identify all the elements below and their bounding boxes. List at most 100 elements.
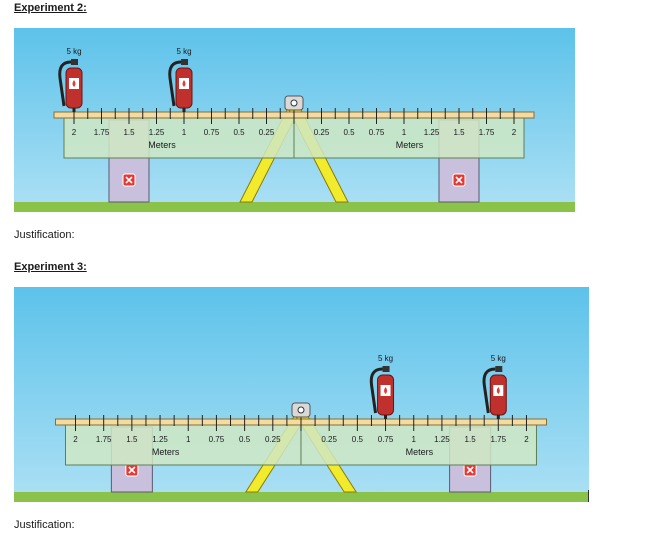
tick-label-left: 0.5 xyxy=(239,435,251,444)
tick-label-left: 2 xyxy=(72,128,77,137)
support-block xyxy=(108,119,150,203)
unit-label-right: Meters xyxy=(396,140,424,150)
sky-background xyxy=(14,28,575,202)
tick-label-right: 2 xyxy=(512,128,517,137)
extinguisher-base xyxy=(72,108,76,112)
extinguisher-label xyxy=(380,385,391,396)
tick-label-right: 1 xyxy=(402,128,407,137)
tick-label-left: 1.75 xyxy=(94,128,110,137)
mass-label: 5 kg xyxy=(378,354,393,363)
flame-icon xyxy=(384,387,388,394)
experiment-2-justification-label: Justification: xyxy=(14,229,75,241)
extinguisher-valve xyxy=(71,59,78,65)
tick-label-right: 0.75 xyxy=(369,128,385,137)
fulcrum-left-leg xyxy=(244,414,308,493)
tick-label-right: 0.75 xyxy=(378,435,394,444)
mass-label: 5 kg xyxy=(66,47,81,56)
tick-label-left: 1.5 xyxy=(126,435,138,444)
ruler-left xyxy=(64,424,302,466)
support-block xyxy=(449,426,492,493)
text-cursor xyxy=(588,490,589,502)
flame-icon xyxy=(182,80,186,87)
tick-label-left: 0.75 xyxy=(204,128,220,137)
tick-label-left: 0.75 xyxy=(209,435,225,444)
extinguisher-body xyxy=(175,67,193,109)
tick-label-right: 1.75 xyxy=(479,128,495,137)
fire-extinguisher-icon xyxy=(482,366,507,419)
pivot-bolt-icon xyxy=(291,402,311,418)
tick-label-right: 0.25 xyxy=(321,435,337,444)
experiment-2-heading: Experiment 2: xyxy=(14,2,87,14)
tick-label-right: 1.25 xyxy=(424,128,440,137)
unit-label-right: Meters xyxy=(406,447,434,457)
extinguisher-base xyxy=(496,415,500,419)
tick-label-right: 0.5 xyxy=(352,435,364,444)
tick-label-right: 0.25 xyxy=(314,128,330,137)
x-close-icon xyxy=(452,173,466,187)
extinguisher-base xyxy=(182,108,186,112)
extinguisher-valve xyxy=(382,366,390,372)
seesaw-plank xyxy=(54,418,547,426)
support-block xyxy=(438,119,480,203)
x-close-icon xyxy=(463,463,477,477)
ruler-left xyxy=(63,117,295,159)
extinguisher-label xyxy=(179,78,189,89)
fulcrum-right-leg xyxy=(287,107,349,203)
tick-label-right: 1 xyxy=(412,435,417,444)
extinguisher-body xyxy=(65,67,83,109)
tick-label-right: 2 xyxy=(524,435,529,444)
extinguisher-label xyxy=(69,78,79,89)
x-close-icon-glyph xyxy=(455,176,463,184)
tick-label-left: 1 xyxy=(182,128,187,137)
extinguisher-hose xyxy=(482,367,496,414)
unit-label-left: Meters xyxy=(148,140,176,150)
tick-label-left: 0.25 xyxy=(259,128,275,137)
extinguisher-hose xyxy=(58,60,72,107)
tick-label-right: 0.5 xyxy=(343,128,355,137)
tick-label-right: 1.5 xyxy=(465,435,477,444)
tick-label-left: 2 xyxy=(73,435,78,444)
extinguisher-label xyxy=(493,385,504,396)
fire-extinguisher-icon xyxy=(58,59,83,112)
x-close-icon xyxy=(122,173,136,187)
tick-label-right: 1.75 xyxy=(491,435,507,444)
pivot-bolt-icon xyxy=(284,95,304,111)
fire-extinguisher-icon xyxy=(369,366,395,419)
extinguisher-hose xyxy=(168,60,182,107)
experiment-3-justification-label: Justification: xyxy=(14,519,75,531)
tick-label-left: 1 xyxy=(186,435,191,444)
tick-label-right: 1.25 xyxy=(434,435,450,444)
extinguisher-valve xyxy=(495,366,503,372)
pivot-bolt-center xyxy=(290,99,298,107)
seesaw-plank xyxy=(53,111,535,119)
extinguisher-hose xyxy=(369,367,383,414)
x-close-icon xyxy=(125,463,139,477)
x-close-icon-glyph xyxy=(466,466,474,474)
tick-label-left: 1.25 xyxy=(149,128,165,137)
unit-label-left: Meters xyxy=(152,447,180,457)
ruler-right xyxy=(293,117,525,159)
mass-label: 5 kg xyxy=(176,47,191,56)
fulcrum-right-leg xyxy=(294,414,358,493)
tick-label-left: 1.5 xyxy=(123,128,135,137)
tick-label-left: 1.25 xyxy=(152,435,168,444)
extinguisher-body xyxy=(377,374,395,416)
tick-label-left: 1.75 xyxy=(96,435,112,444)
mass-label: 5 kg xyxy=(491,354,506,363)
ground xyxy=(14,202,575,212)
x-close-icon-glyph xyxy=(125,176,133,184)
extinguisher-body xyxy=(489,374,507,416)
tick-label-left: 0.25 xyxy=(265,435,281,444)
pivot-bolt-center xyxy=(297,406,305,414)
ruler-right xyxy=(300,424,537,466)
ground xyxy=(14,492,589,502)
support-block xyxy=(110,426,153,493)
experiment-3-heading: Experiment 3: xyxy=(14,261,87,273)
flame-icon xyxy=(72,80,76,87)
flame-icon xyxy=(496,387,500,394)
fire-extinguisher-icon xyxy=(168,59,193,112)
sky-background xyxy=(14,287,589,492)
tick-label-right: 1.5 xyxy=(453,128,465,137)
